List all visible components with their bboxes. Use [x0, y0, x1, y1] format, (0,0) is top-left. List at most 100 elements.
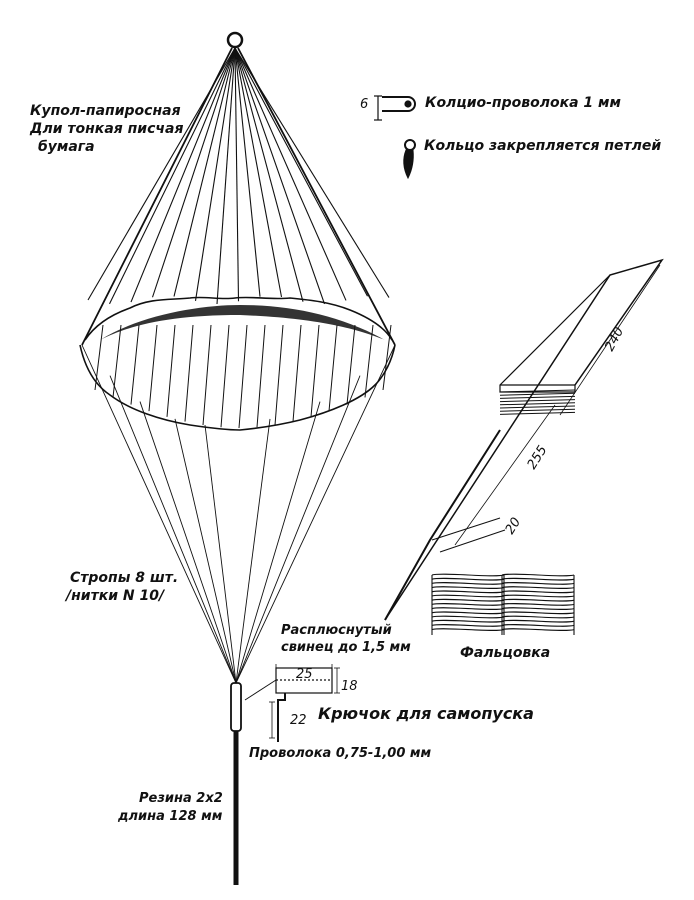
skirt-fold — [274, 324, 284, 426]
hook-label: Крючок для самопуска — [318, 704, 534, 723]
wire-label: Проволока 0,75-1,00 мм — [249, 746, 432, 761]
top-ring-icon — [226, 31, 244, 49]
hook-length-dim: 22 — [290, 713, 307, 728]
folding-label: Фальцовка — [460, 645, 551, 661]
fold-layer — [431, 615, 505, 619]
strip-layer — [499, 389, 576, 393]
rubber-label-2: длина 128 мм — [118, 809, 223, 824]
canopy-gore — [109, 47, 236, 305]
fold-layer — [431, 628, 505, 632]
canopy-gore — [234, 47, 304, 302]
strip-layer — [499, 392, 576, 396]
weight-height-dim: 18 — [341, 679, 358, 694]
canopy-gore — [234, 47, 261, 297]
suspension-line — [204, 424, 237, 684]
suspension-line — [109, 375, 237, 684]
fold-layer — [501, 586, 575, 590]
canopy-gore — [234, 47, 347, 301]
rubber-band — [230, 682, 242, 885]
fold-layer — [501, 602, 575, 606]
strip-layer — [499, 402, 576, 406]
fold-layer — [431, 577, 505, 581]
folded-strip — [384, 258, 664, 621]
lead-weight — [244, 664, 340, 742]
canopy — [79, 31, 396, 431]
canopy-gore — [234, 47, 240, 302]
canopy-skirt — [79, 344, 396, 431]
fold-layer — [501, 615, 575, 619]
fold-layer — [431, 602, 505, 606]
fold-layer — [501, 628, 575, 632]
skirt-fold — [256, 324, 266, 428]
fold-layer — [431, 590, 505, 594]
ring-detail — [374, 95, 416, 121]
skirt-fold — [220, 324, 230, 428]
skirt-fold — [346, 324, 356, 405]
fold-layer — [431, 586, 505, 590]
fold-layer — [501, 607, 575, 611]
skirt-fold — [238, 324, 248, 429]
fold-layer — [501, 594, 575, 598]
strip-length-dim: 240 — [602, 325, 627, 354]
skirt-fold — [94, 324, 104, 391]
suspension-line — [235, 344, 396, 684]
skirt-fold — [364, 324, 374, 398]
lead-label-2: свинец до 1,5 мм — [281, 640, 411, 655]
ring-height-dim: 6 — [360, 97, 368, 112]
canopy-label-1: Купол-папиросная — [30, 103, 181, 119]
lines-label-2: /нитки N 10/ — [66, 588, 165, 604]
skirt-fold — [328, 324, 338, 412]
suspension-line — [235, 418, 271, 684]
fold-layer — [431, 598, 505, 602]
skirt-fold — [310, 324, 320, 417]
suspension-line — [139, 401, 237, 684]
ring-wire-label: Колцио-проволока 1 мм — [425, 95, 621, 111]
ring-loop-icon — [403, 139, 416, 180]
canopy-gore — [173, 47, 236, 297]
lines-label-1: Стропы 8 шт. — [70, 570, 179, 586]
suspension-line — [235, 401, 321, 684]
suspension-line — [174, 418, 237, 684]
fold-layer — [431, 611, 505, 615]
fold-layer — [431, 594, 505, 598]
rubber-label-1: Резина 2x2 — [139, 791, 223, 806]
skirt-fold — [202, 324, 212, 426]
strip-layer — [499, 395, 576, 399]
skirt-fold — [148, 324, 158, 412]
canopy-label-2: Дли тонкая писчая — [30, 121, 184, 137]
canopy-gore — [151, 47, 236, 298]
skirt-fold — [382, 324, 392, 391]
fold-layer — [431, 619, 505, 623]
fold-edge — [501, 575, 575, 635]
strip-layer — [499, 405, 576, 409]
strip-layer — [499, 399, 576, 403]
strip-layer — [499, 411, 576, 415]
folding-stack — [431, 573, 575, 635]
strip-layer — [499, 408, 576, 412]
fold-layer — [501, 619, 575, 623]
fold-layer — [431, 607, 505, 611]
fold-layer — [431, 573, 505, 577]
skirt-fold — [130, 324, 140, 405]
fold-layer — [431, 623, 505, 627]
skirt-fold — [184, 324, 194, 422]
fold-width-dim: 20 — [503, 515, 524, 537]
fold-layer — [501, 623, 575, 627]
canopy-gore — [234, 47, 390, 298]
fold-layer — [501, 577, 575, 581]
skirt-fold — [292, 324, 302, 422]
lead-label-1: Расплюснутый — [281, 623, 392, 638]
canopy-label-3: бумага — [38, 139, 95, 155]
weight-width-dim: 25 — [296, 667, 313, 682]
fold-layer — [501, 581, 575, 585]
canopy-gore — [87, 47, 236, 301]
canopy-gore — [234, 47, 368, 297]
suspension-lines — [81, 344, 396, 684]
canopy-gore — [194, 47, 236, 301]
skirt-fold — [166, 324, 176, 417]
fold-layer — [501, 598, 575, 602]
fold-layer — [431, 581, 505, 585]
fold-layer — [501, 590, 575, 594]
canopy-gore — [234, 47, 283, 298]
